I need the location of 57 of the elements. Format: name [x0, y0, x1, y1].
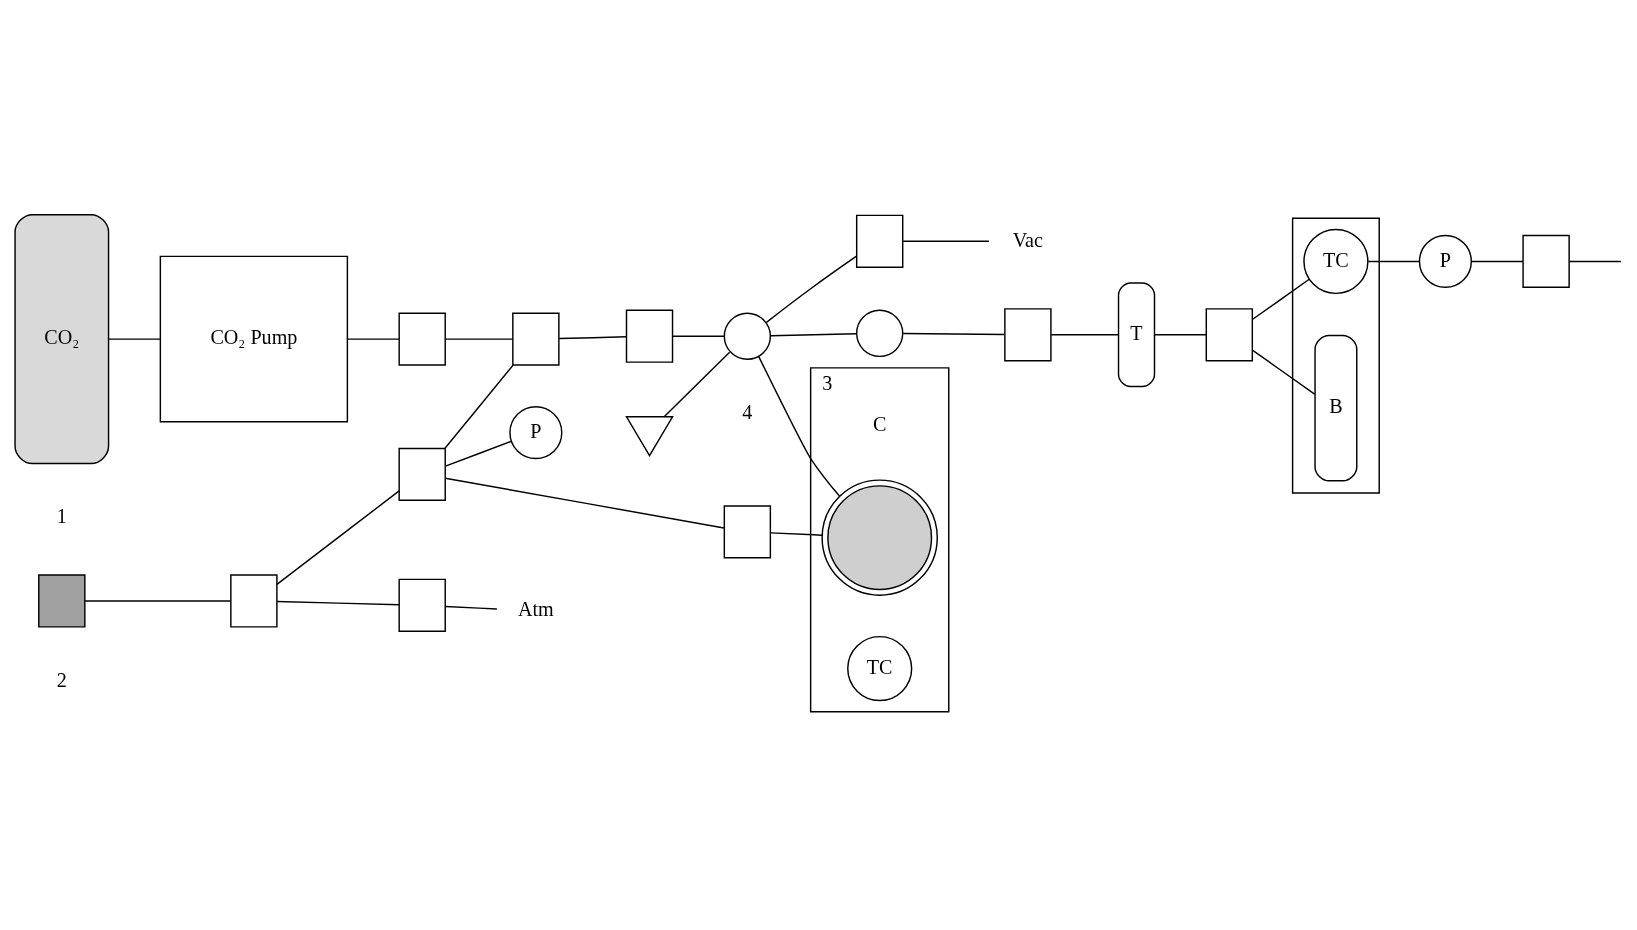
node-box: [398, 312, 446, 366]
connector: [902, 332, 1006, 336]
connector: [1367, 260, 1420, 263]
connector: [1252, 278, 1310, 320]
connector: [902, 240, 990, 242]
node-circle: P: [509, 406, 563, 460]
node-text: Vac: [1012, 228, 1043, 251]
connector: [444, 338, 514, 340]
node-box: [1205, 308, 1254, 362]
connector: [765, 255, 857, 324]
connector: [1252, 349, 1316, 395]
node-circle: [855, 309, 904, 358]
node-circle: TC: [1303, 228, 1369, 295]
connector: [276, 490, 400, 586]
connector: [770, 333, 858, 337]
node-box: [1004, 308, 1052, 362]
node-circle: [723, 312, 772, 360]
node-box: [1522, 234, 1570, 289]
node-box: T: [1117, 282, 1156, 388]
connector: [444, 477, 725, 529]
connector: [758, 355, 841, 497]
node-box: [38, 574, 86, 628]
connector: [1470, 260, 1524, 263]
node-box: [398, 578, 446, 632]
node-box: [512, 312, 560, 366]
node-syringe: [625, 416, 674, 458]
node-box: CO₂: [14, 213, 110, 465]
connector: [672, 335, 725, 337]
connector: [444, 364, 514, 449]
connector: [663, 351, 731, 418]
node-box: [398, 447, 446, 501]
cluster: [1291, 217, 1380, 494]
node-label: 2: [56, 668, 67, 691]
node-circle: P: [1418, 234, 1472, 289]
connector: [1568, 260, 1622, 263]
node-label: 4: [742, 401, 753, 424]
connector: [444, 440, 513, 467]
node-box: [855, 214, 904, 268]
node-circle: [821, 479, 938, 596]
connector: [108, 338, 162, 340]
node-label: 1: [56, 504, 67, 527]
node-box: B: [1314, 334, 1358, 482]
node-circle: TC: [847, 635, 913, 702]
connector: [1050, 334, 1119, 336]
connector: [276, 600, 400, 606]
connector: [84, 600, 232, 602]
connector: [1154, 334, 1207, 336]
node-box: [230, 574, 278, 628]
node-box: [625, 309, 674, 363]
connector: [444, 605, 498, 610]
connector: [770, 532, 823, 536]
connector: [346, 338, 400, 340]
node-box: [723, 505, 772, 559]
node-label: C: [872, 412, 887, 435]
node-box: CO₂ Pump: [159, 255, 349, 423]
connector: [558, 336, 627, 340]
node-text: Atm: [517, 598, 554, 621]
